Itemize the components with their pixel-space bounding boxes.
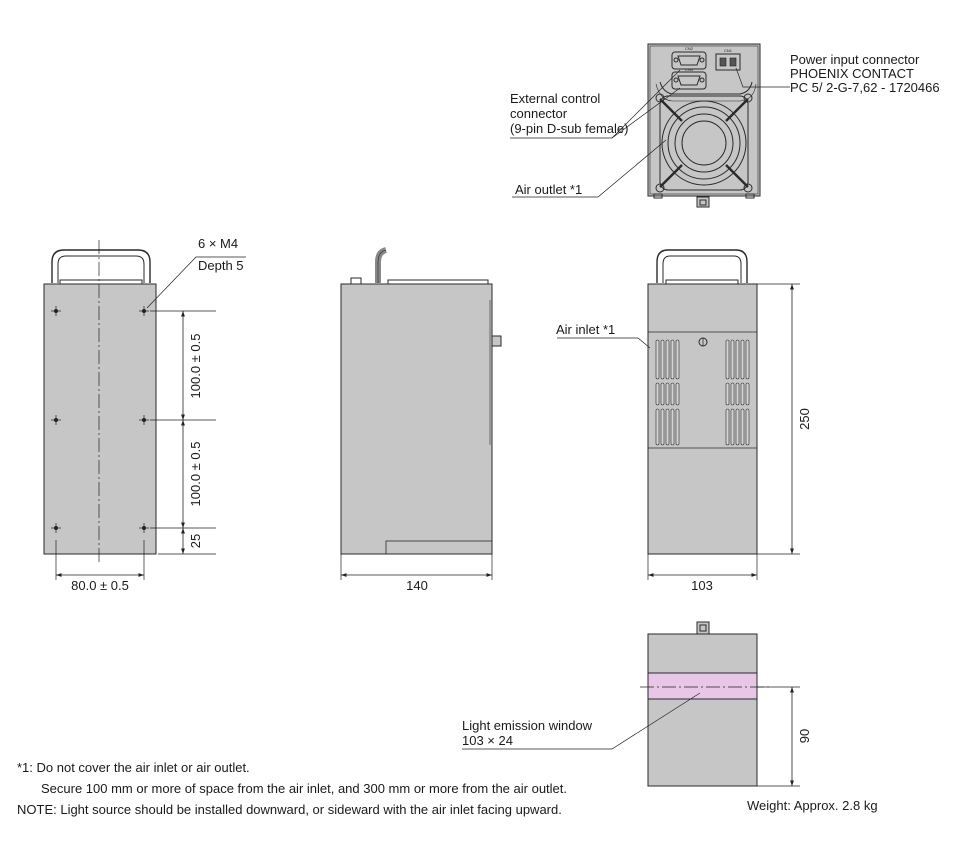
dsub-connector-lower: [671, 71, 707, 90]
power-connector: [715, 53, 741, 71]
air-inlet-label: Air inlet *1: [556, 322, 615, 337]
depth-dim: 140: [406, 578, 428, 593]
air-outlet-leader: [512, 139, 667, 198]
emission-window-label: Light emission window 103 × 24: [462, 718, 596, 748]
power-connector-label: Power input connector PHOENIX CONTACT PC…: [790, 52, 940, 95]
housing-front: [647, 283, 758, 555]
cn2-mark: CN2: [685, 46, 694, 51]
hole-span-dim: 80.0 ± 0.5: [71, 578, 129, 593]
vent-slot: [655, 408, 660, 446]
air-outlet-label: Air outlet *1: [515, 182, 582, 197]
housing-side: [43, 283, 157, 555]
notes: *1: Do not cover the air inlet or air ou…: [17, 757, 567, 820]
vent-slot: [675, 408, 680, 446]
vent-slot: [670, 382, 675, 406]
bottom-stub: [696, 196, 710, 208]
vent-slot: [745, 408, 750, 446]
cn1-mark: CN1: [724, 48, 733, 53]
vent-slot: [665, 408, 670, 446]
vent-slot: [740, 339, 745, 380]
vent-slot: [665, 382, 670, 406]
hole-offset-dim: 25: [188, 534, 203, 548]
side-view: [340, 247, 502, 580]
vent-slot: [730, 339, 735, 380]
external-connector-leader-2: [611, 87, 681, 139]
weight-label: Weight: Approx. 2.8 kg: [747, 798, 878, 813]
cn3-mark: CN3: [685, 67, 694, 72]
front-view: [557, 249, 800, 580]
air-inlet-vents: [655, 339, 750, 446]
rear-panel: [647, 43, 761, 197]
external-connector-label: External control connector (9-pin D-sub …: [510, 91, 629, 136]
vent-slot: [670, 408, 675, 446]
mount-holes: [51, 306, 149, 533]
emission-window: [647, 672, 758, 700]
vent-slot: [725, 382, 730, 406]
vent-slot: [660, 382, 665, 406]
vent-slot: [745, 382, 750, 406]
emission-window-leader: [462, 692, 701, 750]
bottom-height-dim: 90: [797, 729, 812, 743]
vent-slot: [655, 339, 660, 380]
air-inlet-leader: [557, 337, 651, 349]
rear-view: CN2 CN3 CN1: [510, 43, 790, 208]
vent-slot: [730, 382, 735, 406]
vent-slot: [725, 408, 730, 446]
dsub-connector-upper: [671, 51, 707, 70]
vent-slot: [735, 408, 740, 446]
bottom-hole-view: [43, 240, 246, 580]
vent-slot: [745, 339, 750, 380]
bottom-view: [462, 621, 800, 787]
vent-slot: [655, 382, 660, 406]
note-1: *1: Do not cover the air inlet or air ou…: [17, 760, 250, 775]
width-dim: 103: [691, 578, 713, 593]
height-dim: 250: [797, 408, 812, 430]
side-stub: [491, 335, 502, 347]
vent-slot: [670, 339, 675, 380]
note-3: NOTE: Light source should be installed d…: [17, 802, 562, 817]
vent-slot: [725, 339, 730, 380]
housing-profile: [340, 283, 493, 555]
housing-bottom: [647, 633, 758, 787]
vent-slot: [675, 382, 680, 406]
vent-slot: [740, 408, 745, 446]
mounting-holes-label: 6 × M4 Depth 5: [198, 236, 244, 273]
vent-slot: [735, 339, 740, 380]
vent-slot: [740, 382, 745, 406]
vent-slot: [660, 408, 665, 446]
vent-slot: [730, 408, 735, 446]
hole-pitch-2-dim: 100.0 ± 0.5: [188, 442, 203, 507]
power-connector-leader: [735, 67, 790, 88]
vent-slot: [665, 339, 670, 380]
vent-slot: [735, 382, 740, 406]
hole-pitch-1-dim: 100.0 ± 0.5: [188, 334, 203, 399]
mounting-holes-leader: [146, 256, 246, 309]
vent-slot: [675, 339, 680, 380]
vent-slot: [660, 339, 665, 380]
note-2: Secure 100 mm or more of space from the …: [41, 781, 567, 796]
